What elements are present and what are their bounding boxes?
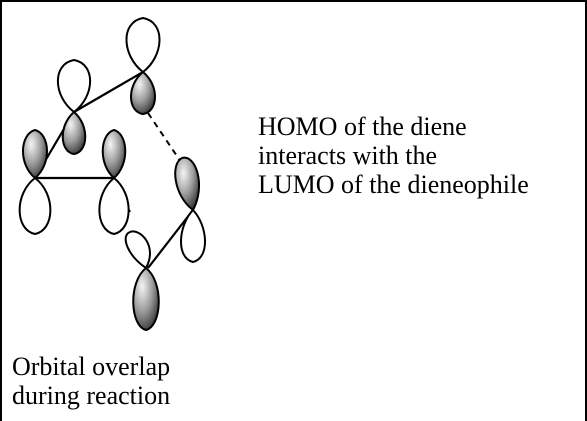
lobe-c1-bottom (18, 176, 52, 236)
bottom-caption: Orbital overlap during reaction (12, 352, 170, 410)
lobe-dienophile-b-top (124, 230, 151, 270)
lobe-dienophile-b-bottom (132, 266, 160, 332)
orbital-c1 (18, 128, 52, 236)
orbital-c4 (98, 128, 130, 236)
lobe-c4-top (101, 128, 127, 180)
lobe-dienophile-a-top (174, 156, 201, 212)
lobe-c3-top (125, 16, 161, 74)
right-caption: HOMO of the diene interacts with the LUM… (258, 112, 529, 199)
lobe-c3-bottom (130, 70, 156, 116)
orbital-c3 (125, 16, 161, 116)
bond-c2-c3 (73, 71, 144, 113)
orbital-c2 (57, 58, 91, 156)
right-caption-line: interacts with the (258, 141, 438, 170)
orbital-dienophile-b (124, 230, 160, 332)
right-caption-line: HOMO of the diene (258, 112, 467, 141)
lobe-c4-bottom (98, 176, 130, 236)
lobe-c2-top (57, 58, 91, 114)
forming-bond-upper (147, 112, 186, 169)
orbital-dienophile-a (174, 156, 206, 264)
lobe-c2-bottom (61, 110, 87, 156)
bottom-caption-line: during reaction (12, 381, 171, 410)
lobe-dienophile-a-bottom (180, 208, 206, 264)
bottom-caption-line: Orbital overlap (12, 352, 171, 381)
right-caption-line: LUMO of the dieneophile (258, 170, 529, 199)
lobe-c1-top (22, 128, 48, 180)
